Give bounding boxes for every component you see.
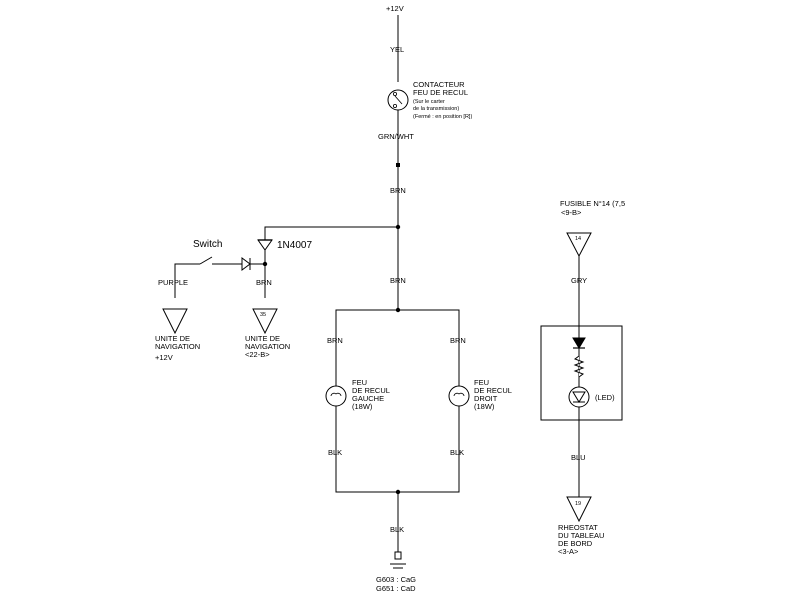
nav-left-connector [162,308,188,335]
wire-diode-branch [264,226,398,298]
switch-label: Switch [193,239,222,250]
lamp-left-text: FEU DE RECUL GAUCHE (18W) [352,378,390,411]
nav-right-text: UNITE DE NAVIGATION <22-B> [245,334,290,359]
wire-label-blk-right: BLK [450,448,464,457]
wire-label-blu: BLU [571,453,586,462]
wire-label-gry: GRY [571,276,587,285]
svg-text:NAVIGATION: NAVIGATION [155,342,200,351]
svg-text:DU TABLEAU: DU TABLEAU [558,531,604,540]
svg-text:+12V: +12V [155,353,173,362]
svg-text:<3-A>: <3-A> [558,547,579,556]
ground-text: G603 : CaG G651 : CaD [376,575,416,593]
svg-text:G603 : CaG: G603 : CaG [376,575,416,584]
svg-text:UNITE DE: UNITE DE [155,334,190,343]
wire-label-blk-ground: BLK [390,525,404,534]
wire-label-brn-2: BRN [390,276,406,285]
diode-label: 1N4007 [277,240,312,251]
rheostat-pin: 19 [575,501,581,507]
ground-symbol [390,551,406,569]
svg-text:CONTACTEUR: CONTACTEUR [413,80,465,89]
nav-left-text: UNITE DE NAVIGATION +12V [155,334,200,362]
lamp-right-symbol [448,385,470,407]
svg-text:FEU DE RECUL: FEU DE RECUL [413,88,468,97]
wire-label-grn-wht: GRN/WHT [378,132,414,141]
svg-text:de la transmission): de la transmission) [413,106,459,112]
led-label: (LED) [595,393,615,402]
small-diode-symbol [241,257,265,271]
svg-text:FEU: FEU [474,378,489,387]
svg-text:DE RECUL: DE RECUL [352,386,390,395]
rheostat-text: RHEOSTAT DU TABLEAU DE BORD <3-A> [558,523,604,556]
lamp-left-symbol [325,385,347,407]
fuse-text: FUSIBLE N°14 (7,5 <9-B> [560,199,625,217]
wire-label-brn-1: BRN [390,186,406,195]
svg-text:G651 : CaD: G651 : CaD [376,584,416,593]
fuse-pin: 14 [575,236,581,242]
svg-text:UNITE DE: UNITE DE [245,334,280,343]
module-diode-symbol [572,337,586,349]
svg-text:<22-B>: <22-B> [245,350,270,359]
svg-text:(18W): (18W) [352,402,373,411]
switch-symbol [174,256,242,298]
rheostat-connector [566,496,592,523]
nav-right-pin: 35 [260,312,266,318]
led-module-box [540,325,623,421]
wire-label-yel: YEL [390,45,404,54]
wire-label-brn-diode: BRN [256,278,272,287]
reverse-light-switch [387,89,409,111]
diode-1n4007-symbol [257,239,273,251]
svg-text:(Sur le carter: (Sur le carter [413,99,445,105]
wire-label-brn-left: BRN [327,336,343,345]
fuse-connector [566,232,592,258]
reverse-switch-text: CONTACTEUR FEU DE RECUL (Sur le carter d… [413,80,472,120]
svg-text:(Fermé : en position [R]): (Fermé : en position [R]) [413,114,472,120]
svg-text:DROIT: DROIT [474,394,498,403]
connector-dot [396,163,400,167]
svg-text:<9-B>: <9-B> [561,208,582,217]
led-symbol [568,386,590,408]
svg-text:NAVIGATION: NAVIGATION [245,342,290,351]
wire-label-brn-right: BRN [450,336,466,345]
svg-text:DE RECUL: DE RECUL [474,386,512,395]
svg-text:DE BORD: DE BORD [558,539,593,548]
supply-label: +12V [386,4,404,13]
wire-label-blk-left: BLK [328,448,342,457]
wire-label-purple: PURPLE [158,278,188,287]
lamp-right-text: FEU DE RECUL DROIT (18W) [474,378,512,411]
svg-text:GAUCHE: GAUCHE [352,394,384,403]
svg-text:RHEOSTAT: RHEOSTAT [558,523,598,532]
svg-text:FUSIBLE N°14 (7,5: FUSIBLE N°14 (7,5 [560,199,625,208]
nav-right-connector [252,308,278,335]
resistor-symbol [573,355,585,378]
svg-text:(18W): (18W) [474,402,495,411]
svg-text:FEU: FEU [352,378,367,387]
